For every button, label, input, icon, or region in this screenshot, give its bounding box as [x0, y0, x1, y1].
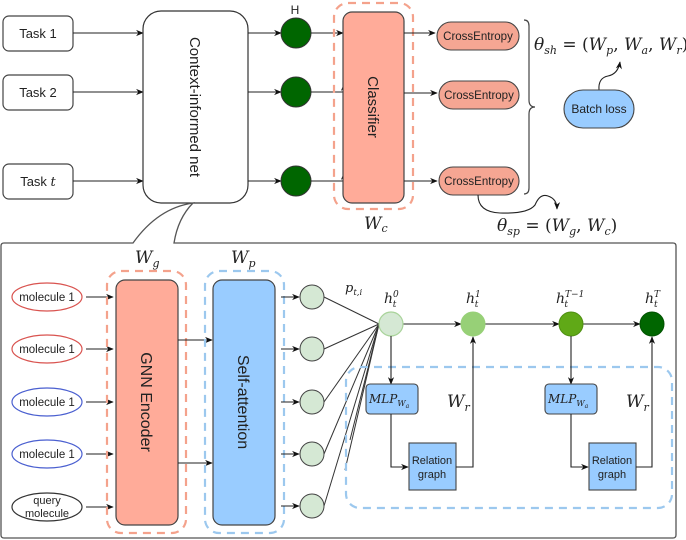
mlp-label-1: MLPWa	[368, 392, 410, 410]
classifier-weight-label: Wc	[364, 214, 388, 235]
molecule-label-4: molecule 1	[19, 449, 75, 461]
molecule-label-2: molecule 1	[19, 344, 75, 356]
gnn-group	[105, 269, 188, 535]
prototype-node-1	[299, 284, 325, 310]
h-label: H	[291, 3, 300, 17]
context-net-label: Context-informed net	[186, 37, 203, 178]
arrow-h2-classifier	[311, 83, 348, 93]
theta-sh-label: θsh = (Wp, Wa, Wr)	[534, 35, 686, 57]
task-box-2: Task 2	[2, 74, 74, 111]
h-node-0	[378, 311, 404, 337]
classifier-label: Classifier	[364, 76, 381, 138]
relation-label-2-line2: graph	[598, 469, 626, 481]
self-attention-label: Self-attention	[234, 355, 251, 449]
brace	[523, 19, 536, 195]
p-ti-label: pt,i	[345, 281, 362, 298]
gnn-weight-label: Wg	[135, 248, 160, 270]
relation-label-1-line2: graph	[418, 469, 446, 481]
arrow-mlp-relation-2	[570, 414, 589, 471]
theta-sp-label: θsp = (Wg, Wc)	[497, 216, 617, 238]
task-label-2: Task 2	[19, 85, 57, 100]
cross-entropy-label-3: CrossEntropy	[444, 176, 514, 188]
molecule-node-1: molecule 1	[11, 282, 83, 312]
gnn-encoder-label: GNN Encoder	[137, 352, 154, 452]
prototype-to-h0-lines	[323, 296, 380, 507]
relation-label-2-line1: Relation	[592, 455, 632, 467]
prototype-node-5	[299, 493, 325, 519]
query-molecule-line1: query	[33, 495, 61, 507]
arrow-relation-h1	[456, 336, 477, 468]
mlp-box-1: MLPWa	[365, 383, 419, 415]
h-node-3	[280, 165, 312, 197]
cross-entropy-1: CrossEntropy	[436, 21, 520, 51]
h-node-1	[280, 17, 312, 49]
cross-entropy-2: CrossEntropy	[438, 80, 520, 110]
task-box-1: Task 1	[2, 15, 74, 52]
task-box-t: Task t	[2, 163, 74, 200]
attention-weight-label: Wp	[231, 248, 256, 270]
classifier-group	[332, 1, 415, 211]
arrow-mlp-relation-1	[390, 414, 409, 471]
task-label-1: Task 1	[19, 26, 57, 41]
relation-label-1-line1: Relation	[412, 455, 452, 467]
relation-graph-box-1: Relation graph	[408, 442, 457, 491]
arrow-ce-theta-sp	[477, 194, 561, 214]
relation-weight-label-2: Wr	[626, 392, 649, 414]
h-node-T-minus-1	[558, 311, 584, 337]
batch-loss-node: Batch loss	[563, 89, 635, 129]
molecule-label-1: molecule 1	[19, 292, 75, 304]
relation-weight-label-1: Wr	[447, 392, 470, 414]
task-label-t: Task t	[20, 174, 56, 190]
cross-entropy-label-1: CrossEntropy	[443, 31, 513, 43]
mlp-box-2: MLPWa	[544, 383, 598, 415]
h-node-1-bottom	[460, 311, 486, 337]
query-molecule-line2: molecule	[25, 508, 69, 520]
context-informed-net: Context-informed net	[142, 10, 249, 204]
prototype-node-2	[299, 336, 325, 362]
gnn-encoder-box: GNN Encoder	[115, 279, 179, 526]
self-attention-box: Self-attention	[212, 279, 276, 526]
molecule-node-4: molecule 1	[11, 439, 83, 469]
arrow-batchloss-theta	[598, 61, 622, 91]
prototype-node-3	[299, 389, 325, 415]
h-node-T	[639, 311, 665, 337]
prototype-node-4	[299, 441, 325, 467]
mlp-label-2: MLPWa	[547, 392, 589, 410]
cross-entropy-label-2: CrossEntropy	[444, 90, 514, 102]
arrow-h3-classifier	[311, 172, 348, 182]
batch-loss-label: Batch loss	[571, 102, 626, 116]
cross-entropy-3: CrossEntropy	[438, 166, 520, 196]
arrow-relation-hT	[636, 336, 656, 468]
classifier-box: Classifier	[342, 11, 405, 204]
h-node-2	[280, 76, 312, 108]
relation-module-group	[344, 365, 674, 510]
detail-panel	[0, 202, 677, 539]
molecule-node-3: molecule 1	[11, 387, 83, 417]
molecule-label-3: molecule 1	[19, 397, 75, 409]
molecule-node-2: molecule 1	[11, 334, 83, 364]
relation-graph-box-2: Relation graph	[588, 442, 637, 491]
query-molecule-node: query molecule	[11, 492, 83, 522]
